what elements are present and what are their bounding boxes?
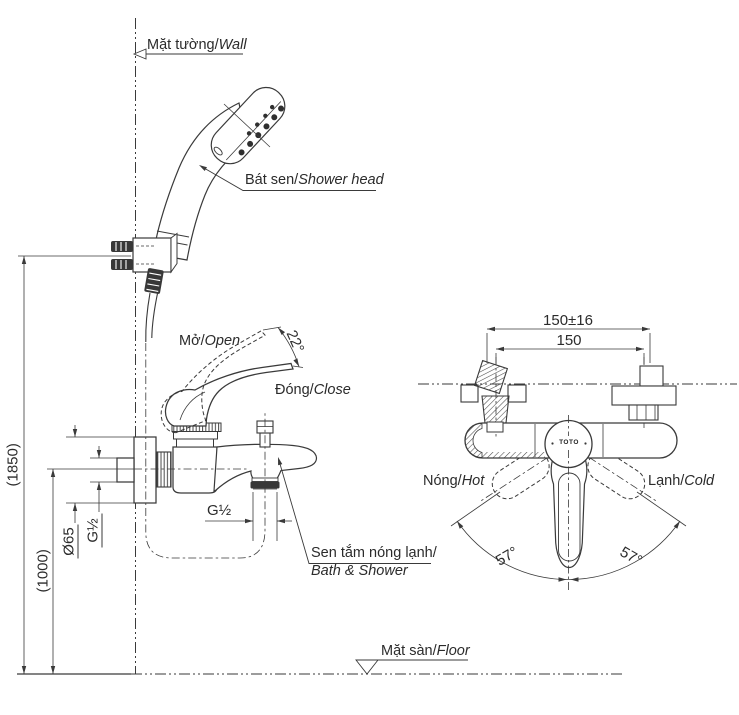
open-label-en: Open (204, 333, 241, 349)
shower-head-label-vi: Bát sen/ (245, 172, 299, 188)
hose-loop-centerline (145, 343, 266, 559)
handle-swing-arc (450, 491, 687, 582)
hot-label-vi: Nóng/ (423, 473, 462, 489)
hot-label: Nóng/Hot (423, 474, 484, 489)
dimension-150 (495, 346, 645, 364)
toto-logo-text: TOTO (559, 439, 579, 446)
lever-closed (164, 362, 294, 427)
dim-1850-value: (1850) (4, 443, 22, 487)
mixer-label-en: Bath & Shower (311, 562, 408, 579)
floor-label-en: Floor (436, 643, 470, 659)
close-label-vi: Đóng/ (275, 382, 314, 398)
wall-label-en: Wall (218, 37, 247, 53)
mixer-label: Sen tắm nóng lạnh/ Bath & Shower (311, 546, 437, 579)
knurled-nut (156, 451, 172, 488)
shower-holder (132, 232, 178, 274)
dimension-1850 (18, 255, 131, 674)
lever-open-dashed (160, 330, 266, 434)
floor-datum-triangle (355, 659, 379, 675)
dimension-g12-inlet (90, 446, 117, 512)
floor-label: Mặt sàn/Floor (381, 644, 470, 659)
dim-dia65-text: Ø65 (60, 527, 78, 556)
front-handle (550, 457, 588, 569)
dim-150-16-value: 150±16 (538, 313, 598, 328)
holder-screws (111, 241, 133, 270)
dimension-dia65 (66, 425, 134, 523)
floor-label-vi: Mặt sàn/ (381, 643, 437, 659)
dim-1000-value: (1000) (34, 549, 52, 593)
dim-g12-outlet-text: G½ (207, 502, 232, 519)
dim-150-16-text: 150±16 (543, 312, 593, 329)
mixer-label-leader (278, 457, 431, 564)
shower-head-label-leader (199, 165, 376, 191)
spout (213, 443, 318, 492)
shower-hose (145, 290, 159, 343)
cold-label-en: Cold (684, 473, 715, 489)
cold-label: Lạnh/Cold (648, 474, 714, 489)
shower-head-label: Bát sen/Shower head (245, 173, 384, 188)
cold-label-vi: Lạnh/ (648, 473, 685, 489)
body-left-hatch (464, 423, 483, 458)
dim-dia65-value: Ø65 (60, 524, 79, 559)
hose-nut (144, 268, 164, 294)
cold-connector (611, 357, 677, 428)
shower-head-label-en: Shower head (298, 172, 384, 188)
dimension-g12-outlet (205, 492, 292, 541)
open-label-vi: Mở/ (179, 333, 205, 349)
hot-label-en: Hot (461, 473, 485, 489)
dim-150-value: 150 (549, 333, 589, 348)
wall-label-vi: Mặt tường/ (147, 37, 219, 53)
dim-g12-outlet-value: G½ (207, 503, 231, 518)
dimension-1000 (50, 469, 56, 674)
dim-g12-inlet-text: G½ (84, 518, 102, 543)
close-label-en: Close (313, 382, 351, 398)
escutcheon-plate (133, 436, 157, 504)
close-label: Đóng/Close (275, 383, 351, 398)
mixer-front-view (450, 357, 687, 592)
hot-connector (460, 357, 527, 437)
angle-annotation-22 (262, 326, 304, 368)
side-centerlines (47, 343, 266, 559)
dim-1850-text: (1850) (4, 443, 22, 487)
shower-head (210, 86, 286, 165)
dim-1000-text: (1000) (34, 549, 52, 593)
wall-label-leader (132, 48, 243, 60)
dimension-150-16 (486, 326, 651, 363)
floor-datum (355, 659, 468, 675)
inlet-connector (116, 457, 135, 483)
toto-logo: TOTO (555, 439, 583, 446)
valve-body (172, 446, 218, 494)
mixer-label-vi: Sen tắm nóng lạnh/ (311, 545, 437, 561)
wall-label: Mặt tường/Wall (147, 37, 247, 53)
section-line (223, 103, 271, 148)
dim-g12-inlet-value: G½ (84, 513, 103, 548)
open-label: Mở/Open (179, 334, 240, 349)
mixer-side-view (116, 326, 318, 504)
dim-150-text: 150 (556, 332, 582, 349)
